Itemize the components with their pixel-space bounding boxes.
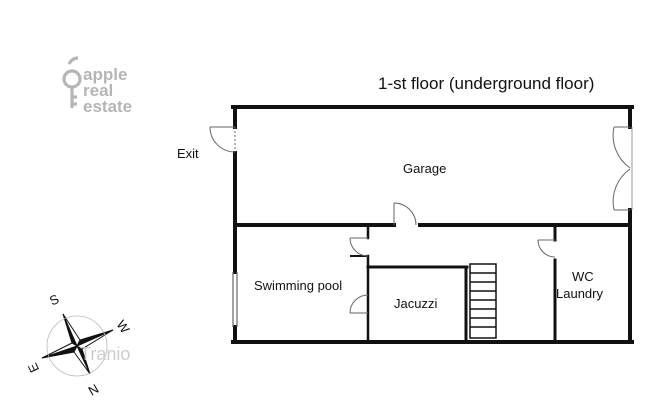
key-icon [62, 56, 82, 108]
pool-door-lower-icon [349, 294, 369, 314]
doors [209, 126, 633, 314]
staircase [469, 263, 497, 339]
logo-line-2: real [83, 81, 113, 100]
apple-real-estate-logo: apple real estate [62, 56, 132, 116]
logo-line-3: estate [83, 97, 132, 116]
pool-window [232, 272, 238, 327]
compass-label-s: S [47, 291, 61, 308]
compass-rose-icon: S W E N [25, 291, 134, 399]
garage-door-icon [393, 202, 417, 226]
room-label-garage: Garage [403, 161, 446, 176]
room-label-jacuzzi: Jacuzzi [394, 296, 437, 311]
floor-title: 1-st floor (underground floor) [378, 74, 594, 93]
room-label-laundry: Laundry [556, 286, 603, 301]
garage-double-door-icon [612, 126, 633, 211]
compass-label-e: E [25, 361, 42, 375]
pool-door-upper-icon [349, 237, 369, 257]
compass-label-n: N [86, 381, 102, 399]
watermark-tranio: Tranio [80, 344, 130, 364]
room-label-swimming-pool: Swimming pool [254, 278, 342, 293]
wc-door-icon [537, 239, 556, 258]
exit-label: Exit [177, 146, 199, 161]
compass-label-w: W [113, 317, 133, 336]
room-label-wc: WC [572, 269, 594, 284]
exit-door-icon [209, 126, 236, 153]
logo-line-1: apple [83, 65, 127, 84]
walls [231, 105, 634, 344]
